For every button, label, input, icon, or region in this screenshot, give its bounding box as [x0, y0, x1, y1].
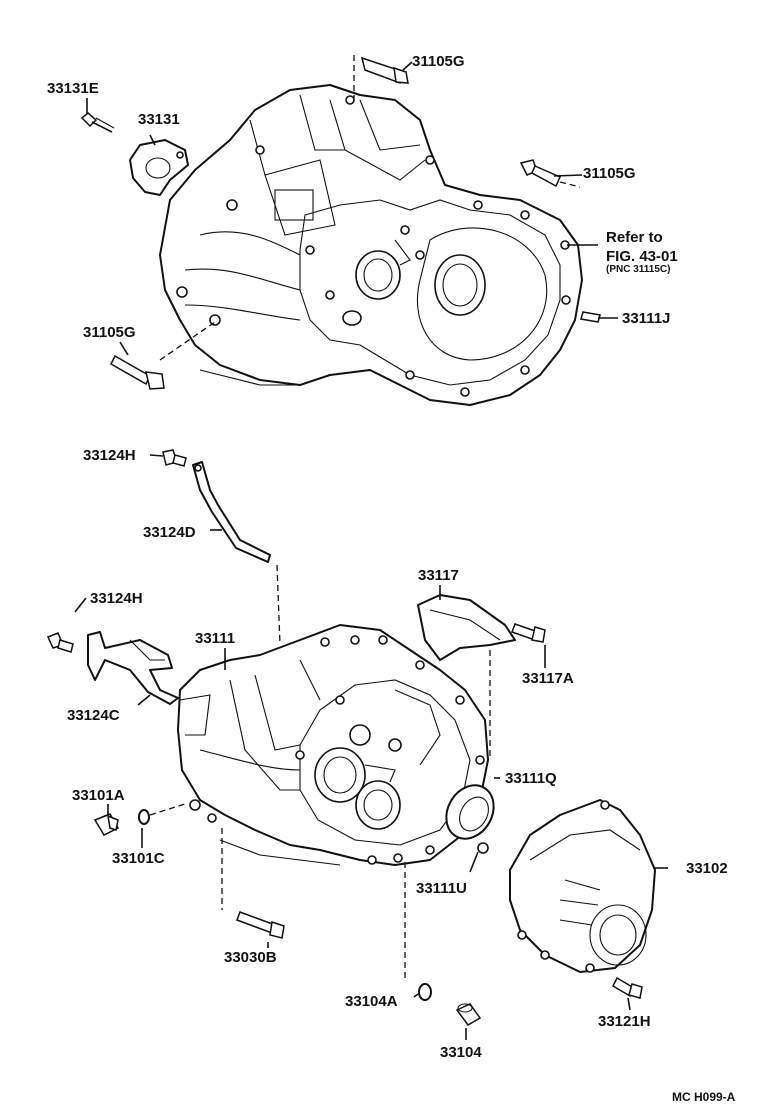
lower-case-assembly: [177, 624, 489, 866]
part-33104-plug: [455, 1003, 482, 1026]
label-fig-ref: FIG. 43-01: [606, 248, 678, 265]
label-refer-to: Refer to: [606, 229, 663, 246]
label-33124H-mid: 33124H: [90, 590, 143, 607]
label-33111U: 33111U: [416, 880, 467, 897]
label-33104A: 33104A: [345, 993, 398, 1010]
part-33101A-plug: [93, 813, 120, 836]
label-31105G-left: 31105G: [83, 324, 136, 341]
upper-housing-assembly: [159, 84, 583, 406]
part-33124C-bracket: [87, 631, 179, 705]
part-33124H-top-bolt: [162, 449, 187, 467]
transaxle-housing-upper: [159, 84, 583, 406]
part-33111J-pin: [580, 311, 601, 323]
label-31105G-right: 31105G: [583, 165, 636, 182]
label-33101A: 33101A: [72, 787, 125, 804]
label-33124D: 33124D: [143, 524, 196, 541]
label-33111J: 33111J: [622, 310, 670, 327]
part-33101C-gasket: [138, 809, 150, 825]
part-33111Q-seal: [445, 784, 495, 840]
part-33111U-pin: [477, 842, 489, 854]
label-33030B: 33030B: [224, 949, 277, 966]
label-pnc: (PNC 31115C): [606, 264, 670, 275]
label-33117: 33117: [418, 567, 459, 584]
part-31105G-top-bolt: [353, 55, 409, 100]
label-33131: 33131: [138, 111, 180, 128]
part-31105G-right-bolt: [519, 159, 581, 188]
part-33124D-bracket: [192, 461, 271, 563]
label-33111Q: 33111Q: [505, 770, 557, 787]
part-33117A-bolt: [511, 623, 546, 643]
part-33131-cover: [129, 139, 189, 196]
label-31105G-top: 31105G: [412, 53, 465, 70]
label-33101C: 33101C: [112, 850, 165, 867]
part-33121H-bolt: [612, 976, 643, 999]
part-33104A-gasket: [418, 983, 432, 1001]
label-33121H: 33121H: [598, 1013, 651, 1030]
part-33117-cover: [417, 594, 516, 661]
label-33131E: 33131E: [47, 80, 99, 97]
part-33030B-bolt: [236, 911, 285, 939]
part-33131E-bolt: [80, 112, 115, 133]
label-33111: 33111: [195, 630, 235, 647]
label-33124H-top: 33124H: [83, 447, 136, 464]
diagram-code: MC H099-A: [672, 1090, 736, 1104]
label-33117A: 33117A: [522, 670, 574, 687]
label-33102: 33102: [686, 860, 728, 877]
label-33124C: 33124C: [67, 707, 120, 724]
part-31105G-left-bolt: [110, 321, 216, 390]
part-33102-extension-housing: [509, 799, 656, 973]
label-33104: 33104: [440, 1044, 482, 1061]
part-33124H-mid-bolt: [46, 632, 74, 653]
